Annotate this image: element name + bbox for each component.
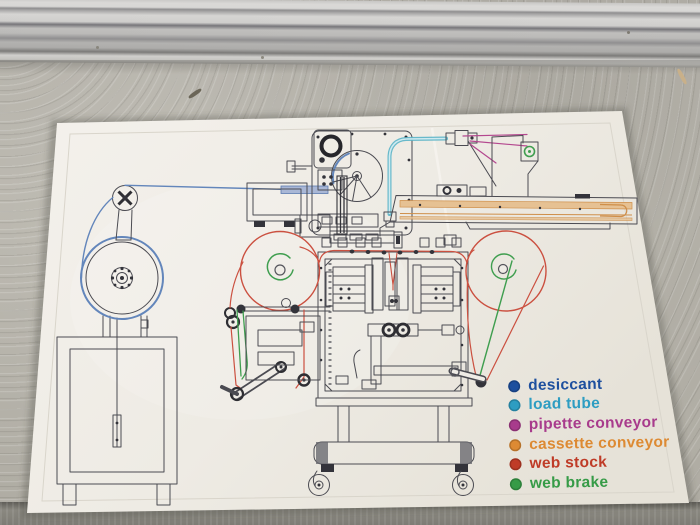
legend-label: cassette conveyor xyxy=(529,433,670,453)
feed-ring xyxy=(319,134,343,158)
desiccant-reel-unit xyxy=(56,184,329,506)
legend-label: web stock xyxy=(529,453,608,473)
load-tube-assembly xyxy=(383,130,528,228)
legend-label: web brake xyxy=(529,473,609,492)
caster-wheel-right xyxy=(452,474,474,496)
web-stock-dot xyxy=(509,458,522,471)
legend-label: desiccant xyxy=(527,375,603,394)
console-box xyxy=(246,182,308,227)
desiccant-web-path xyxy=(80,196,114,279)
laminated-sheet xyxy=(21,107,695,518)
legend-label: pipette conveyor xyxy=(528,413,658,434)
legend-label: load tube xyxy=(528,395,601,414)
legend-item-web-brake: web brake xyxy=(509,472,671,494)
debris-speck xyxy=(261,56,264,59)
cassette-conveyor-dot xyxy=(509,438,522,451)
pipette-tower xyxy=(491,135,539,197)
load-tube-dot xyxy=(508,399,521,412)
legend-item-pipette-conveyor: pipette conveyor xyxy=(508,413,670,435)
dial-head-unit xyxy=(286,129,413,244)
diagram-legend: desiccant load tube pipette conveyor cas… xyxy=(508,374,670,494)
caster-wheel-left xyxy=(308,474,330,496)
desiccant-dot xyxy=(508,379,521,393)
debris-speck xyxy=(627,31,630,34)
rail-shadow xyxy=(0,60,700,74)
web-brake-right xyxy=(490,253,517,280)
pipette-conveyor-dot xyxy=(508,419,521,432)
web-stock-roll-left xyxy=(220,230,331,402)
machine-stand xyxy=(308,397,475,496)
web-stock-roll-right xyxy=(443,230,547,388)
cassette-conveyor-arm xyxy=(379,184,638,237)
debris-speck xyxy=(96,46,99,49)
web-brake-left xyxy=(266,253,294,281)
legend-item-cassette-conveyor: cassette conveyor xyxy=(509,432,670,454)
pipette-conveyor-line xyxy=(462,133,528,137)
web-brake-dot xyxy=(509,477,522,491)
web-brake-indicator xyxy=(523,145,536,158)
